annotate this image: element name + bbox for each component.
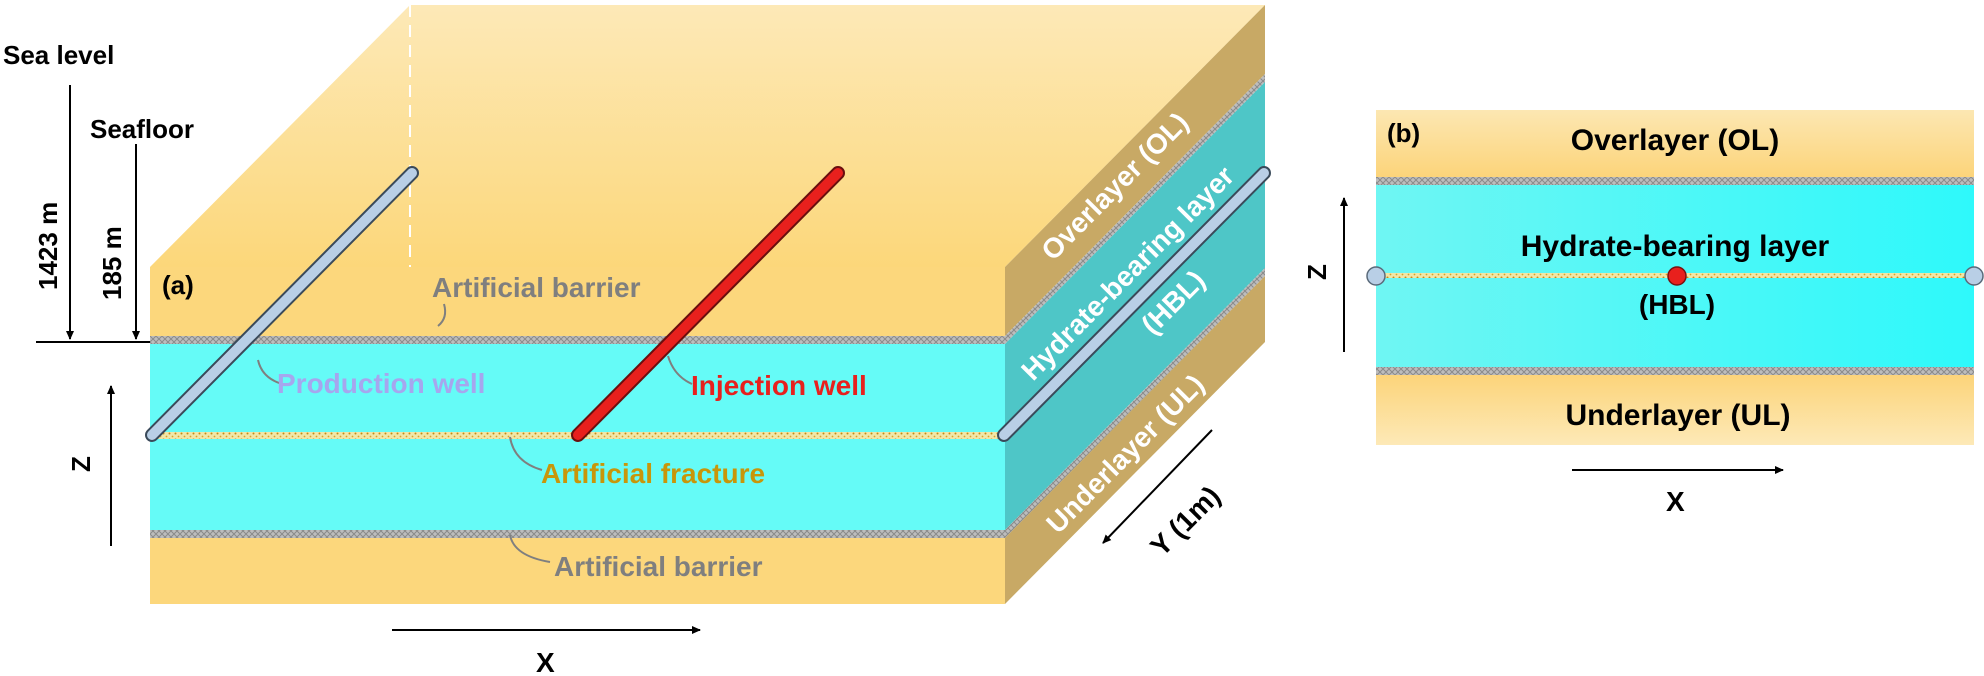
axis-x-label: X	[536, 647, 555, 676]
production-well-left	[145, 166, 419, 442]
sea-level-label: Sea level	[3, 40, 114, 70]
depth-1423m-label: 1423 m	[33, 202, 63, 290]
leader-barrier-top	[437, 303, 447, 327]
axis-z-label: Z	[66, 456, 96, 472]
leader-injection-well	[667, 355, 693, 385]
b-underlayer	[1376, 375, 1974, 445]
seafloor-label: Seafloor	[90, 114, 194, 144]
axis-y-arrow	[1102, 429, 1213, 544]
fracture-label: Artificial fracture	[541, 458, 765, 489]
axis-y-label: Y (1m)	[1144, 480, 1226, 562]
b-hbl-name-label: Hydrate-bearing layer	[1521, 230, 1830, 263]
panel-b-tag: (b)	[1387, 118, 1420, 148]
depth-185m-label: 185 m	[97, 226, 127, 300]
b-underlayer-label: Underlayer (UL)	[1565, 399, 1790, 432]
front-hbl-upper	[150, 344, 1005, 432]
production-well-label: Production well	[277, 368, 485, 399]
b-injection-well	[1667, 266, 1687, 286]
side-barrier-bottom	[1005, 268, 1265, 538]
side-underlayer	[1005, 276, 1265, 604]
b-barrier-top	[1376, 177, 1974, 185]
b-axis-x-label: X	[1666, 486, 1685, 517]
panel-a-tag: (a)	[162, 270, 194, 300]
barrier-top-label: Artificial barrier	[432, 272, 641, 303]
b-overlayer	[1376, 110, 1974, 177]
side-overlayer	[1005, 5, 1265, 336]
front-barrier-bottom	[150, 530, 1005, 538]
injection-well	[571, 166, 845, 442]
block-top-face	[150, 5, 1265, 267]
front-underlayer	[150, 538, 1005, 604]
leader-barrier-bottom	[509, 534, 551, 563]
b-production-well-left	[1366, 266, 1386, 286]
front-hbl-lower	[150, 439, 1005, 530]
leader-fracture	[509, 436, 543, 471]
front-barrier-top	[150, 336, 1005, 344]
panel-a: (a) Sea level Seafloor 1423 m 185 m Arti…	[3, 5, 1271, 676]
b-barrier-bottom	[1376, 367, 1974, 375]
b-axis-z-label: Z	[1302, 264, 1332, 280]
panel-b: (b) Overlayer (OL) Hydrate-bearing layer…	[1302, 110, 1984, 517]
b-production-well-right	[1964, 266, 1984, 286]
injection-well-label: Injection well	[691, 370, 867, 401]
leader-production-well	[257, 359, 283, 385]
b-overlayer-label: Overlayer (OL)	[1571, 124, 1779, 157]
barrier-bottom-label: Artificial barrier	[554, 551, 763, 582]
b-hbl-abbr-label: (HBL)	[1639, 289, 1715, 320]
side-barrier-top	[1005, 74, 1265, 344]
production-well-right	[997, 166, 1271, 442]
